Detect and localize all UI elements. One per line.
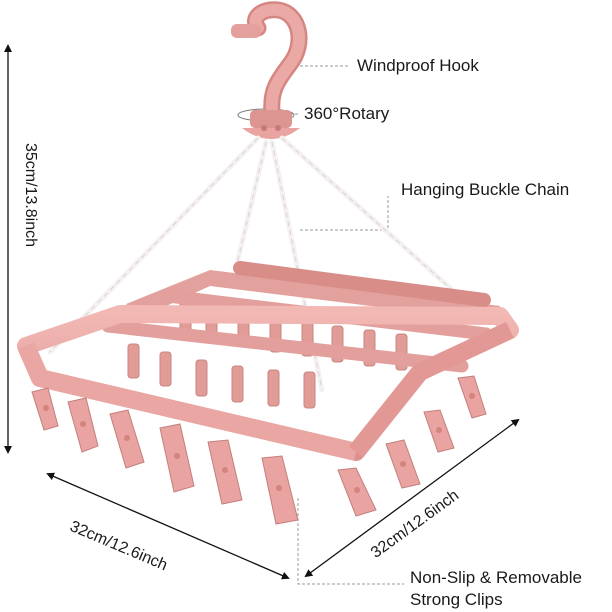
front-frame — [17, 305, 519, 461]
hanging-buckle-chain — [47, 135, 489, 393]
front-clip-grips — [43, 393, 475, 493]
rotary-connector — [242, 110, 300, 139]
clips-label-line1: Non-Slip & Removable — [410, 568, 582, 587]
height-dimension-label: 35cm/13.8inch — [22, 142, 39, 248]
width-dimension-line — [46, 472, 290, 580]
clips-leader-line — [297, 498, 404, 585]
rotary-label: 360°Rotary — [304, 104, 390, 123]
windproof-hook-icon — [231, 1, 308, 121]
hanging-buckle-chain-label: Hanging Buckle Chain — [401, 180, 570, 199]
clips-label-line2: Strong Clips — [410, 590, 503, 609]
chain-leader-line — [300, 196, 389, 231]
windproof-hook-label: Windproof Hook — [357, 56, 479, 75]
depth-dimension-line — [304, 418, 520, 578]
